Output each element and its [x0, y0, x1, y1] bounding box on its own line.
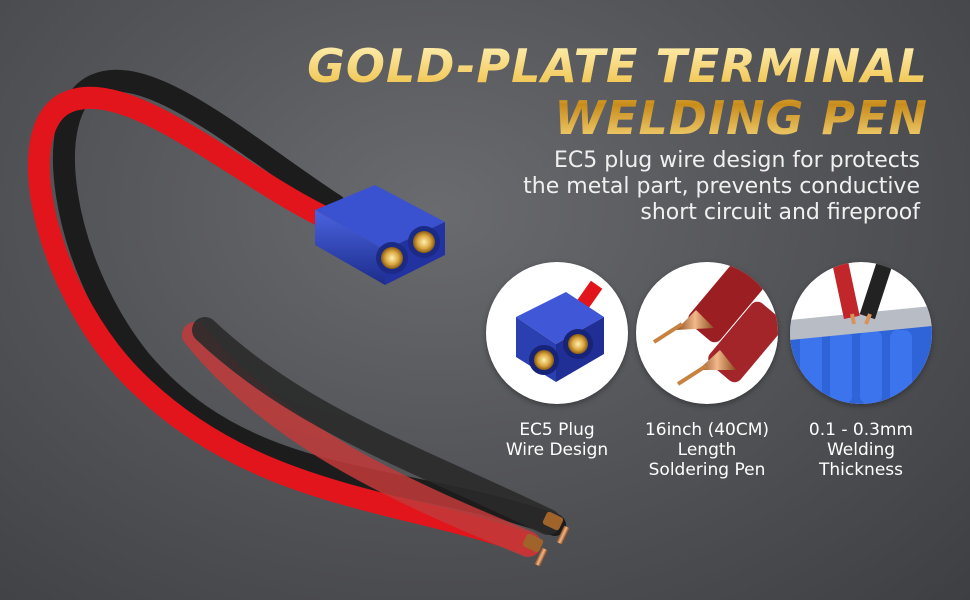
red-wire	[27, 86, 541, 556]
headline: GOLD-PLATE TERMINAL WELDING PEN	[307, 40, 928, 144]
copper-tip-red	[522, 533, 548, 567]
caption-line-2: Welding	[826, 440, 896, 460]
headline-line-1: GOLD-PLATE TERMINAL	[307, 39, 928, 93]
description-line-2: the metal part, prevents conductive	[523, 174, 920, 199]
feature-caption: EC5 Plug Wire Design	[482, 420, 632, 460]
caption-line-3: Soldering Pen	[648, 460, 766, 480]
feature-pen-length: 16inch (40CM) Length Soldering Pen	[632, 262, 782, 480]
battery-welding-closeup-icon	[790, 262, 932, 404]
feature-caption: 0.1 - 0.3mm Welding Thickness	[786, 420, 936, 480]
description-line-3: short circuit and fireproof	[640, 200, 920, 225]
caption-line-2: Length	[677, 440, 737, 460]
caption-line-2: Wire Design	[505, 440, 609, 460]
feature-ec5-plug: EC5 Plug Wire Design	[482, 262, 632, 460]
caption-line-3: Thickness	[818, 460, 904, 480]
red-sleeve	[182, 322, 541, 557]
caption-line-1: EC5 Plug	[519, 420, 595, 440]
feature-caption: 16inch (40CM) Length Soldering Pen	[632, 420, 782, 480]
feature-description: EC5 plug wire design for protects the me…	[500, 148, 920, 226]
ec5-plug-closeup-icon	[486, 262, 628, 404]
caption-line-1: 0.1 - 0.3mm	[808, 420, 914, 440]
ec5-connector	[315, 185, 445, 285]
pen-tips-closeup-icon	[636, 262, 778, 404]
caption-line-1: 16inch (40CM)	[644, 420, 770, 440]
headline-line-2: WELDING PEN	[554, 91, 928, 145]
description-line-1: EC5 plug wire design for protects	[554, 148, 920, 173]
copper-tip-black	[542, 511, 570, 545]
feature-welding-thickness: 0.1 - 0.3mm Welding Thickness	[786, 262, 936, 480]
